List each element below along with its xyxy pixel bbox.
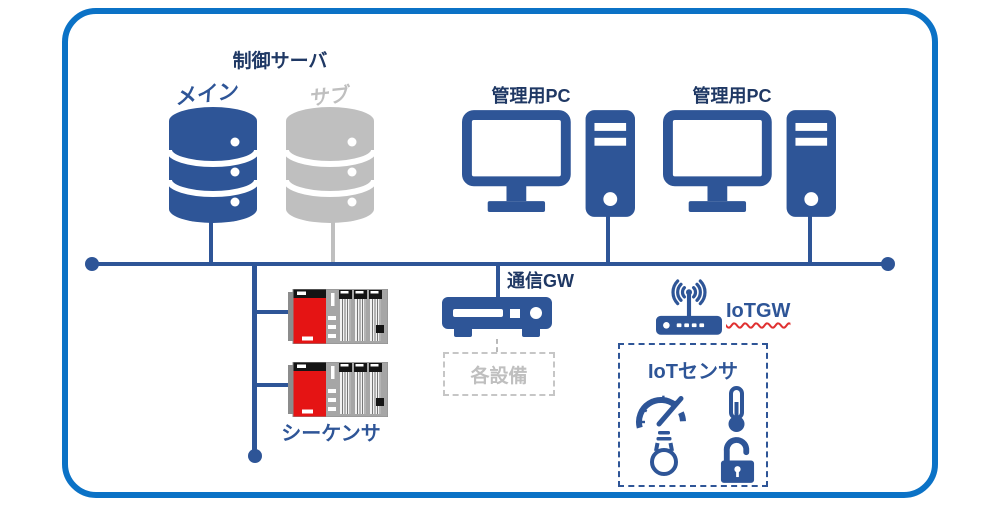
iot-sensor-label: IoTセンサ	[648, 361, 738, 383]
bus-right-endpoint	[881, 257, 895, 271]
light-bulb-icon	[647, 431, 681, 477]
sub-db-connector	[331, 220, 335, 264]
bus-left-endpoint	[85, 257, 99, 271]
sequencer-line-endpoint	[248, 449, 262, 463]
pc1-connector	[606, 214, 610, 264]
comm-gw-connector	[496, 264, 500, 298]
comm-gw-equipment-dashed-link	[496, 339, 498, 352]
desktop-pc1-icon	[462, 110, 635, 219]
database-sub-icon	[285, 106, 375, 224]
equipment-box: 各設備	[443, 352, 555, 396]
network-bus-line	[92, 262, 888, 266]
pc2-connector	[808, 214, 812, 264]
iot-gw-router-icon	[656, 276, 722, 335]
plc1-icon	[288, 289, 388, 344]
iot-gw-label: IoTGW	[726, 300, 791, 322]
mgmt-pc2-label: 管理用PC	[692, 86, 772, 106]
comm-gw-device-icon	[442, 297, 552, 339]
sequencer-drop-line	[252, 264, 257, 454]
control-server-title: 制御サーバ	[232, 51, 328, 72]
diagram-border-frame	[62, 8, 938, 498]
plc2-icon	[288, 362, 388, 417]
desktop-pc2-icon	[663, 110, 836, 219]
thermometer-icon	[725, 386, 748, 433]
iot-sensor-box: IoTセンサ	[618, 343, 768, 487]
sub-server-label: サブ	[309, 83, 351, 111]
mgmt-pc1-label: 管理用PC	[491, 86, 571, 106]
comm-gw-label: 通信GW	[507, 271, 574, 291]
equipment-label: 各設備	[470, 365, 528, 387]
main-db-connector	[209, 220, 213, 264]
main-server-label: メイン	[174, 79, 240, 110]
gauge-icon	[633, 386, 689, 431]
sequencer-label: シーケンサ	[281, 423, 381, 445]
padlock-icon	[719, 437, 756, 484]
sequencer1-stub	[257, 310, 289, 314]
sequencer2-stub	[257, 383, 289, 387]
database-main-icon	[168, 106, 258, 224]
